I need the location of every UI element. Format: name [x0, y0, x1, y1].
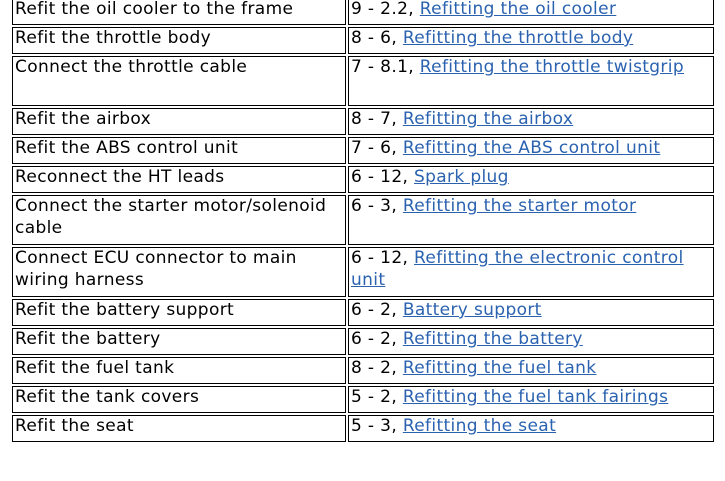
reference-cell: 8 - 7, Refitting the airbox — [348, 108, 714, 135]
operation-cell: Refit the battery — [12, 328, 346, 355]
table-row: Refit the battery support 6 - 2, Battery… — [12, 299, 714, 326]
reference-cell: 6 - 3, Refitting the starter motor — [348, 195, 714, 245]
operation-cell: Refit the airbox — [12, 108, 346, 135]
reference-link[interactable]: Refitting the ABS control unit — [402, 138, 661, 158]
reference-cell: 6 - 12, Spark plug — [348, 166, 714, 193]
section-number: 6 - 2, — [351, 329, 403, 349]
section-number: 5 - 3, — [351, 416, 403, 436]
section-number: 8 - 2, — [351, 358, 403, 378]
reference-cell: 8 - 6, Refitting the throttle body — [348, 27, 714, 54]
operation-cell: Connect the throttle cable — [12, 56, 346, 106]
section-number: 5 - 2, — [351, 387, 403, 407]
reference-link[interactable]: Refitting the fuel tank — [402, 358, 597, 378]
operation-cell: Refit the oil cooler to the frame — [12, 0, 346, 25]
operation-cell: Refit the ABS control unit — [12, 137, 346, 164]
operation-cell: Connect the starter motor/solenoid cable — [12, 195, 346, 245]
section-number: 6 - 12, — [351, 248, 414, 268]
table-row: Refit the throttle body 8 - 6, Refitting… — [12, 27, 714, 54]
reference-link[interactable]: Battery support — [402, 300, 542, 320]
reference-link[interactable]: Refitting the starter motor — [402, 196, 637, 216]
reference-link[interactable]: Refitting the electronic control unit — [351, 248, 684, 290]
reference-link[interactable]: Refitting the oil cooler — [419, 0, 617, 19]
operation-cell: Refit the seat — [12, 415, 346, 442]
table-row: Refit the fuel tank 8 - 2, Refitting the… — [12, 357, 714, 384]
section-number: 6 - 3, — [351, 196, 403, 216]
reference-cell: 6 - 2, Battery support — [348, 299, 714, 326]
operation-cell: Refit the throttle body — [12, 27, 346, 54]
operation-cell: Reconnect the HT leads — [12, 166, 346, 193]
table-row: Connect ECU connector to main wiring har… — [12, 247, 714, 297]
table-row: Refit the airbox 8 - 7, Refitting the ai… — [12, 108, 714, 135]
reference-link[interactable]: Refitting the airbox — [402, 109, 574, 129]
reference-link[interactable]: Refitting the throttle body — [402, 28, 634, 48]
table-row: Reconnect the HT leads 6 - 12, Spark plu… — [12, 166, 714, 193]
table-row: Refit the tank covers 5 - 2, Refitting t… — [12, 386, 714, 413]
operation-cell: Connect ECU connector to main wiring har… — [12, 247, 346, 297]
reference-cell: 6 - 12, Refitting the electronic control… — [348, 247, 714, 297]
section-number: 8 - 7, — [351, 109, 403, 129]
operation-cell: Refit the tank covers — [12, 386, 346, 413]
section-number: 9 - 2.2, — [351, 0, 420, 19]
reference-link[interactable]: Spark plug — [414, 167, 509, 187]
reference-cell: 9 - 2.2, Refitting the oil cooler — [348, 0, 714, 25]
reference-cell: 5 - 2, Refitting the fuel tank fairings — [348, 386, 714, 413]
procedure-table-container: Refit the oil cooler to the frame 9 - 2.… — [10, 0, 714, 444]
table-row: Connect the starter motor/solenoid cable… — [12, 195, 714, 245]
reference-cell: 6 - 2, Refitting the battery — [348, 328, 714, 355]
reference-link[interactable]: Refitting the throttle twistgrip — [419, 57, 684, 77]
table-row: Refit the battery 6 - 2, Refitting the b… — [12, 328, 714, 355]
section-number: 8 - 6, — [351, 28, 403, 48]
reference-link[interactable]: Refitting the battery — [402, 329, 583, 349]
operation-cell: Refit the battery support — [12, 299, 346, 326]
operation-cell: Refit the fuel tank — [12, 357, 346, 384]
table-row: Connect the throttle cable 7 - 8.1, Refi… — [12, 56, 714, 106]
table-row: Refit the seat 5 - 3, Refitting the seat — [12, 415, 714, 442]
reference-cell: 7 - 6, Refitting the ABS control unit — [348, 137, 714, 164]
section-number: 6 - 2, — [351, 300, 403, 320]
section-number: 6 - 12, — [351, 167, 414, 187]
reference-link[interactable]: Refitting the fuel tank fairings — [402, 387, 669, 407]
section-number: 7 - 6, — [351, 138, 403, 158]
section-number: 7 - 8.1, — [351, 57, 420, 77]
reference-link[interactable]: Refitting the seat — [402, 416, 557, 436]
table-row: Refit the oil cooler to the frame 9 - 2.… — [12, 0, 714, 25]
reference-cell: 7 - 8.1, Refitting the throttle twistgri… — [348, 56, 714, 106]
reference-cell: 5 - 3, Refitting the seat — [348, 415, 714, 442]
procedure-table: Refit the oil cooler to the frame 9 - 2.… — [10, 0, 716, 444]
reference-cell: 8 - 2, Refitting the fuel tank — [348, 357, 714, 384]
table-row: Refit the ABS control unit 7 - 6, Refitt… — [12, 137, 714, 164]
